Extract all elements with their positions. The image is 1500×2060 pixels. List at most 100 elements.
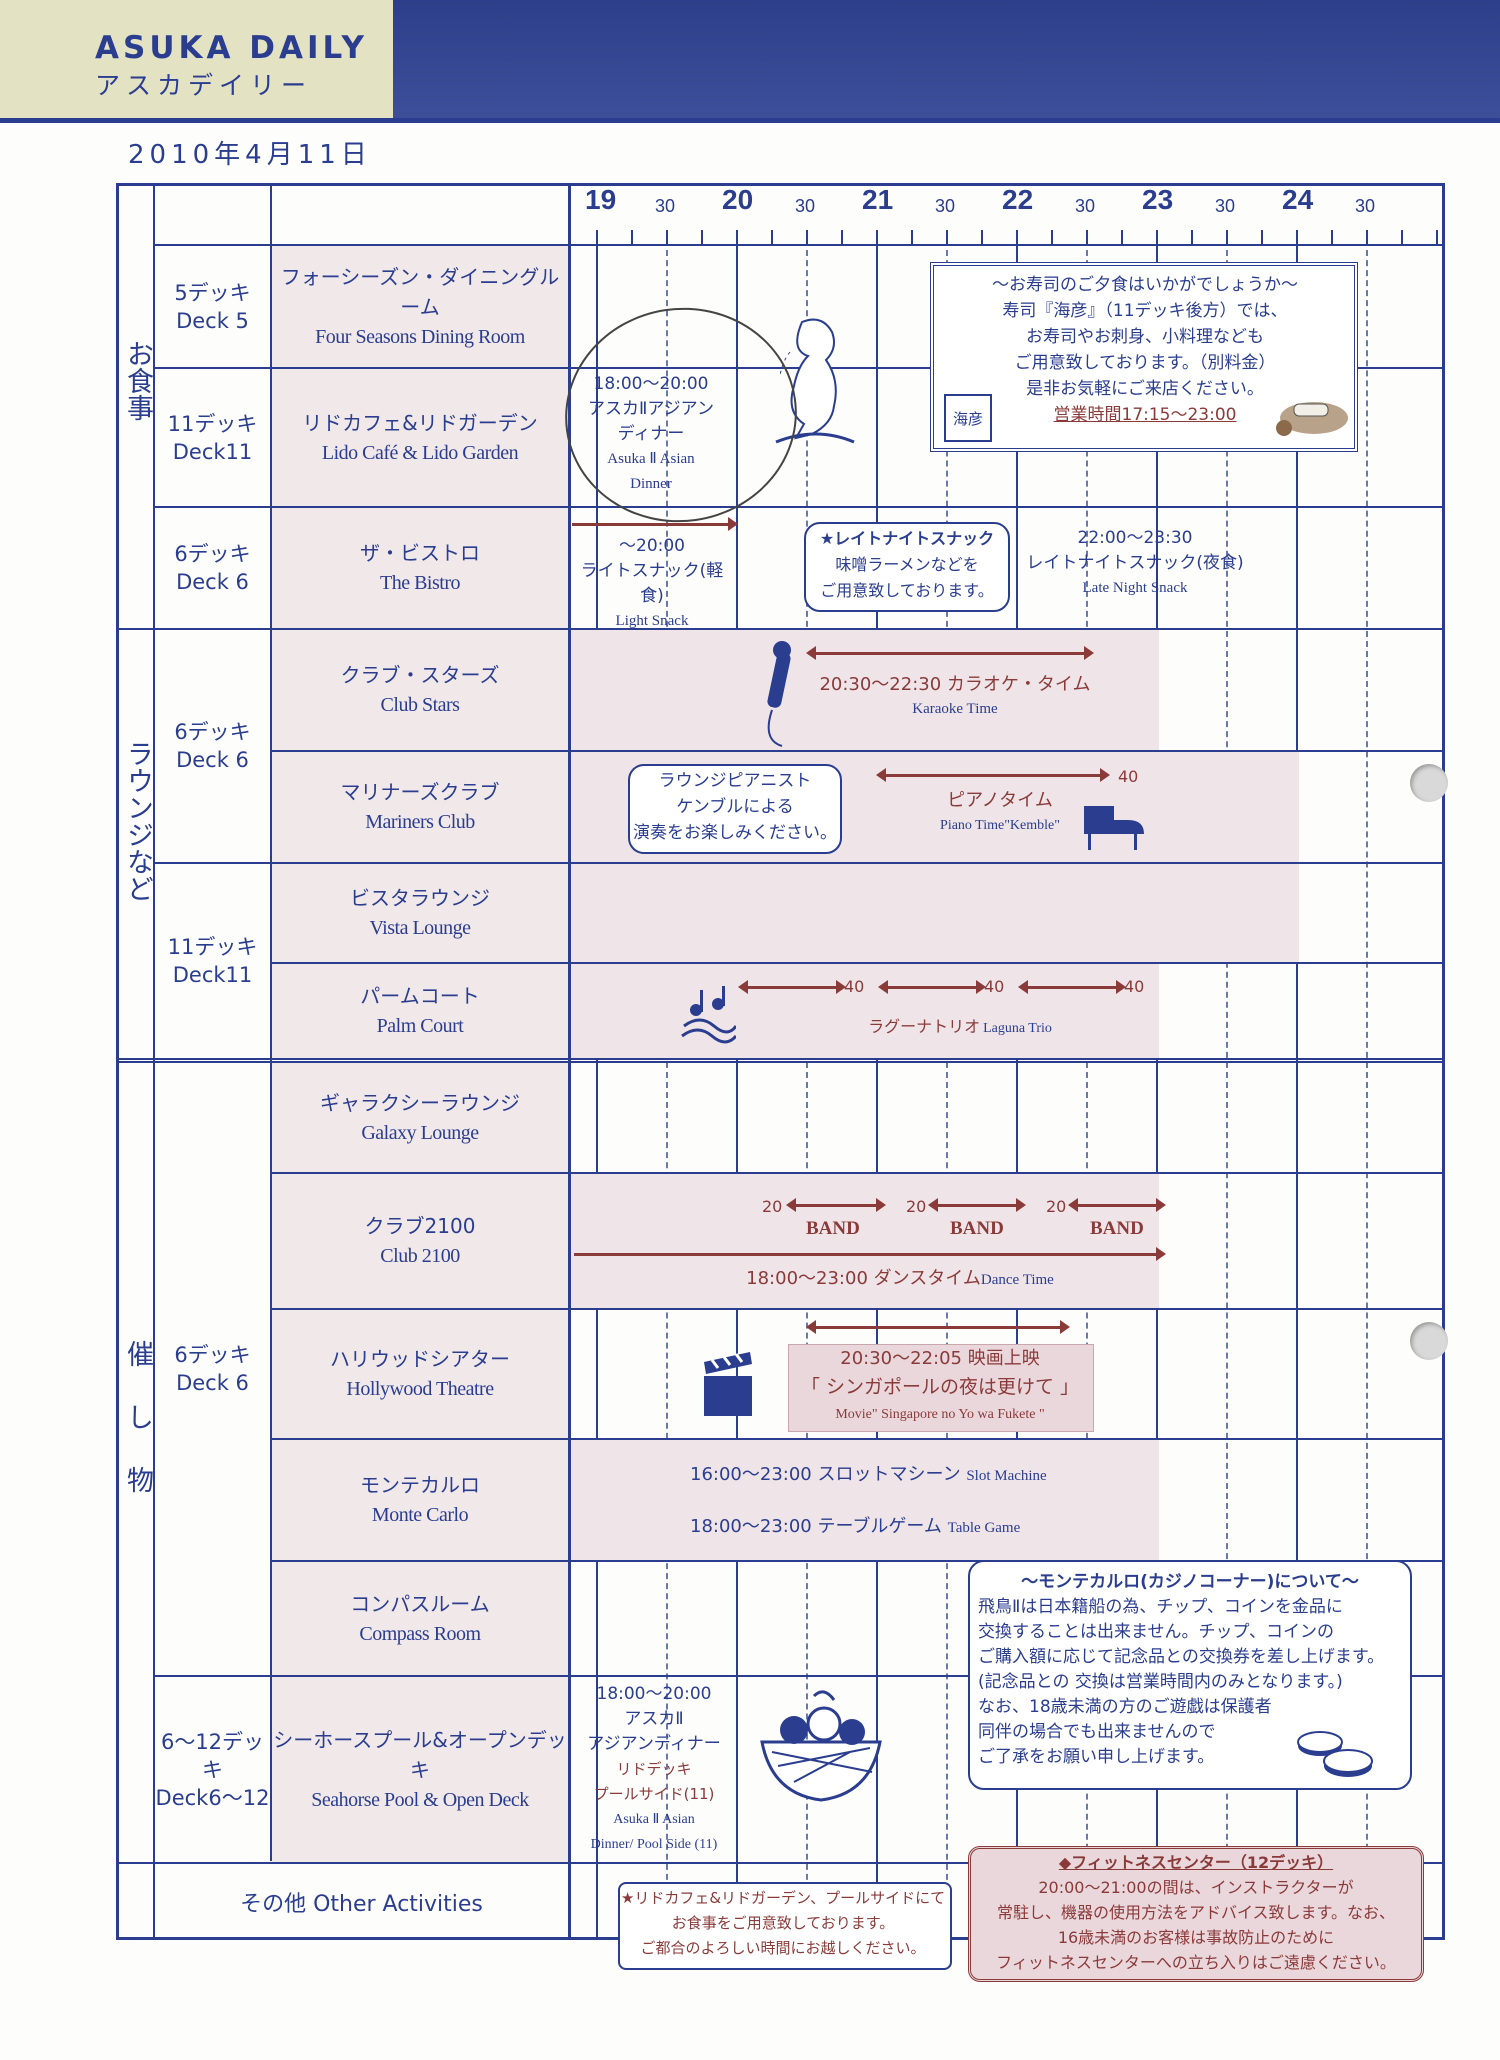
- shade-club2100: [571, 1174, 1159, 1308]
- trio-minutes-1: 40: [844, 977, 865, 996]
- band-arrow-3: [1068, 1198, 1166, 1212]
- band-minutes-1: 20: [762, 1197, 783, 1216]
- karaoke-event: 20:30〜22:30 カラオケ・タイム Karaoke Time: [819, 674, 1091, 717]
- casino-note: 〜モンテカルロ(カジノコーナー)について〜 飛鳥Ⅱは日本籍船の為、チップ、コイン…: [968, 1560, 1412, 1790]
- movie-event: 20:30〜22:05 映画上映 「 シンガポールの夜は更けて 」 Movie"…: [800, 1348, 1080, 1422]
- microphone-icon: [767, 641, 791, 747]
- trio-minutes-2: 40: [984, 977, 1005, 996]
- row-line: [270, 750, 1445, 752]
- sushi-plate-icon: [1276, 402, 1348, 436]
- gridline-2130: [946, 230, 948, 1940]
- salad-bowl-icon: [760, 1690, 882, 1802]
- band-arrow-2: [928, 1198, 1026, 1212]
- brand-title: ASUKA DAILY: [95, 30, 368, 66]
- late-snack-event: 22:00〜23:30 レイトナイトスナック(夜食) Late Night Sn…: [1026, 528, 1244, 596]
- gridline-23: [1156, 230, 1158, 1940]
- tick-1930: 30: [655, 196, 676, 216]
- light-snack-event: 〜20:00 ライトスナック(軽食) Light Snack: [580, 536, 724, 629]
- group-other: その他 Other Activities: [240, 1892, 483, 1917]
- col-divider: [270, 183, 272, 1861]
- row-line: [270, 1308, 1445, 1310]
- header-rule: [0, 118, 1500, 123]
- gridline-24: [1296, 230, 1298, 1940]
- gridline-20: [736, 230, 738, 1940]
- row-line: [270, 1560, 1445, 1562]
- band-minutes-2: 20: [906, 1197, 927, 1216]
- header-bar: [393, 0, 1500, 118]
- tick-21: 21: [862, 184, 894, 215]
- shade-vista: [571, 864, 1299, 962]
- dance-arrow: [574, 1247, 1166, 1261]
- shade-monte: [571, 1440, 1159, 1560]
- dance-event: 18:00〜23:00 ダンスタイムDance Time: [746, 1268, 1054, 1289]
- gridline-21: [876, 230, 878, 1940]
- merlion-icon: [775, 318, 855, 444]
- row-line: [270, 1172, 1445, 1174]
- pool-dinner-event: 18:00〜20:00 アスカⅡ アジアンディナー リドデッキ プールサイド(1…: [587, 1684, 721, 1852]
- row-line: [153, 244, 1445, 246]
- band-label-3: BAND: [1090, 1218, 1144, 1239]
- row-line: [153, 862, 1445, 864]
- movie-box: [788, 1344, 1094, 1432]
- piano-event: ピアノタイム Piano Time"Kemble": [940, 790, 1060, 833]
- music-notes-icon: [681, 986, 736, 1044]
- tick-2330: 30: [1215, 196, 1236, 216]
- group-dining: お食事: [122, 340, 153, 421]
- band-label-1: BAND: [806, 1218, 860, 1239]
- movie-arrow: [806, 1320, 1070, 1334]
- late-snack-note: ★レイトナイトスナック 味噌ラーメンなどを ご用意致しております。: [804, 522, 1010, 612]
- other-note: ★リドカフェ&リドガーデン、プールサイドにて お食事をご用意致しております。 ご…: [620, 1889, 946, 1957]
- shade-palm: [571, 964, 1159, 1058]
- brand-subtitle: アスカデイリー: [95, 71, 313, 100]
- group-event: 催し物: [122, 1340, 153, 1529]
- tick-2130: 30: [935, 196, 956, 216]
- light-snack-arrow: [572, 517, 738, 531]
- band-minutes-3: 20: [1046, 1197, 1067, 1216]
- trio-arrow-2: [878, 980, 986, 994]
- tick-2430: 30: [1355, 196, 1376, 216]
- gridline-19: [596, 230, 598, 1940]
- row-line: [270, 1438, 1445, 1440]
- header-brand-box: [0, 0, 393, 118]
- gridline-22: [1016, 230, 1018, 1940]
- other-note-box: [618, 1882, 952, 1970]
- table-game-event: 18:00〜23:00 テーブルゲーム Table Game: [690, 1516, 1021, 1537]
- band-arrow-1: [786, 1198, 886, 1212]
- gridline-2430: [1366, 230, 1368, 1940]
- row-line: [270, 962, 1445, 964]
- tick-20: 20: [722, 184, 754, 215]
- casino-chips-icon: [1297, 1731, 1373, 1777]
- trio-arrow-1: [738, 980, 846, 994]
- tick-2030: 30: [795, 196, 816, 216]
- gridline-2330: [1226, 230, 1228, 1940]
- row-line: [118, 1862, 1445, 1864]
- piano-minutes: 40: [1118, 767, 1139, 786]
- lido-dinner-event: 18:00〜20:00 アスカⅡアジアン ディナー Asuka Ⅱ Asian …: [587, 374, 714, 492]
- gridline-2230: [1086, 230, 1088, 1940]
- row-line: [118, 628, 1445, 630]
- gridline-1930: [666, 230, 668, 1940]
- tick-24: 24: [1282, 184, 1314, 215]
- row-line: [153, 506, 1445, 508]
- fitness-note: ◆フィットネスセンター（12デッキ） 20:00〜21:00の間は、インストラク…: [996, 1853, 1396, 1972]
- trio-arrow-3: [1018, 980, 1126, 994]
- band-label-2: BAND: [950, 1218, 1004, 1239]
- fitness-box: [968, 1846, 1424, 1982]
- sushi-info-text: 〜お寿司のご夕食はいかがでしょうか〜 寿司『海彦』（11デッキ後方）では、 お寿…: [992, 275, 1298, 425]
- gridline-2030: [806, 230, 808, 1940]
- piano-note: ラウンジピアニスト ケンブルによる 演奏をお楽しみください。: [628, 764, 842, 854]
